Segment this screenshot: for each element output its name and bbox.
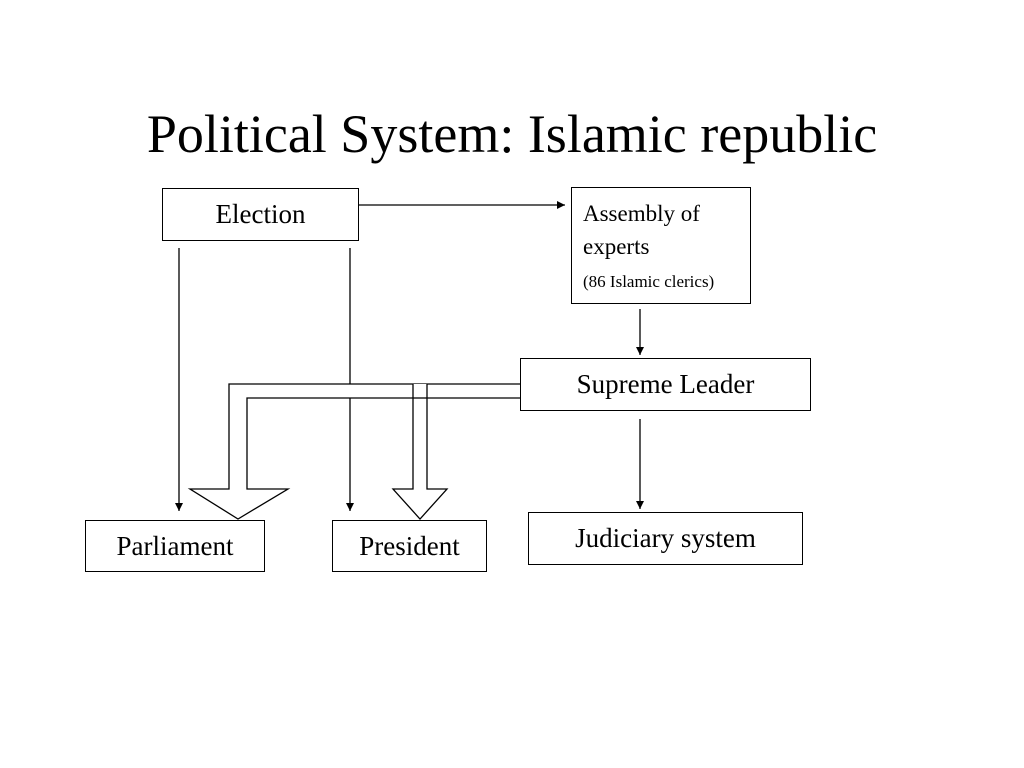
president-box: President	[332, 520, 487, 572]
parliament-label: Parliament	[116, 530, 234, 561]
supreme-leader-label: Supreme Leader	[576, 369, 755, 399]
parliament-box: Parliament	[85, 520, 265, 572]
block-arrow-supreme-leader-to-president	[391, 384, 449, 520]
judiciary-system-box: Judiciary system	[528, 512, 803, 565]
supreme-leader-box: Supreme Leader	[520, 358, 811, 411]
election-box: Election	[162, 188, 359, 241]
president-label: President	[359, 530, 460, 561]
block-arrow-supreme-leader-to-parliament	[187, 383, 520, 520]
election-label: Election	[215, 199, 306, 229]
slide-title: Political System: Islamic republic	[146, 104, 878, 164]
assembly-label-line2: experts	[583, 234, 650, 259]
assembly-note: (86 Islamic clerics)	[583, 272, 715, 291]
assembly-label-line1: Assembly of	[583, 201, 700, 226]
assembly-of-experts-box: Assembly of experts (86 Islamic clerics)	[571, 187, 751, 304]
judiciary-label: Judiciary system	[575, 523, 756, 553]
